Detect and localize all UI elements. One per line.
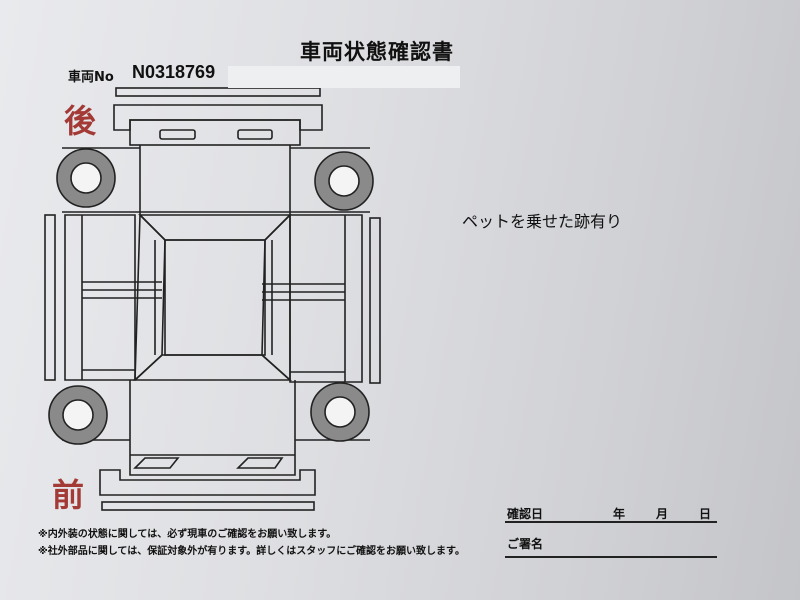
front-label: 前	[52, 476, 85, 514]
wheels	[48, 148, 374, 445]
right-side-strip	[369, 217, 381, 384]
left-side-strip	[44, 214, 56, 381]
rear-lamp-right	[237, 129, 273, 140]
vehicle-no-label: 車両No	[68, 70, 114, 85]
document-title: 車両状態確認書	[300, 40, 454, 64]
note-aftermarket-parts: ※社外部品に関しては、保証対象外が有ります。詳しくはスタッフにご確認をお願い致し…	[38, 546, 466, 557]
headlight-right	[236, 457, 284, 469]
rear-label: 後	[64, 102, 97, 140]
rear-lamp-left	[159, 129, 196, 140]
redacted-field	[228, 66, 460, 88]
pillars	[134, 214, 291, 381]
front-bumper-strip	[101, 501, 315, 511]
date-underline	[505, 521, 717, 523]
right-side-panel	[262, 214, 363, 383]
hood	[62, 380, 370, 476]
rear-bumper	[113, 104, 323, 131]
trunk	[62, 145, 370, 215]
note-interior-exterior: ※内外装の状態に関しては、必ず現車のご確認をお願い致します。	[38, 529, 337, 540]
signature-underline	[505, 556, 717, 558]
headlight-left	[133, 457, 180, 469]
left-side-panel	[64, 214, 162, 381]
vehicle-no-value: N0318769	[132, 62, 216, 82]
confirm-date-label: 確認日	[507, 507, 544, 521]
signature-label: ご署名	[507, 537, 544, 551]
roof	[164, 239, 266, 356]
rear-glass	[129, 119, 301, 146]
remark-text: ペットを乗せた跡有り	[462, 212, 623, 231]
front-bumper	[99, 469, 316, 496]
month-label: 月	[656, 507, 669, 521]
rear-bumper-strip	[115, 87, 321, 97]
day-label: 日	[699, 507, 712, 521]
year-label: 年	[613, 507, 626, 521]
